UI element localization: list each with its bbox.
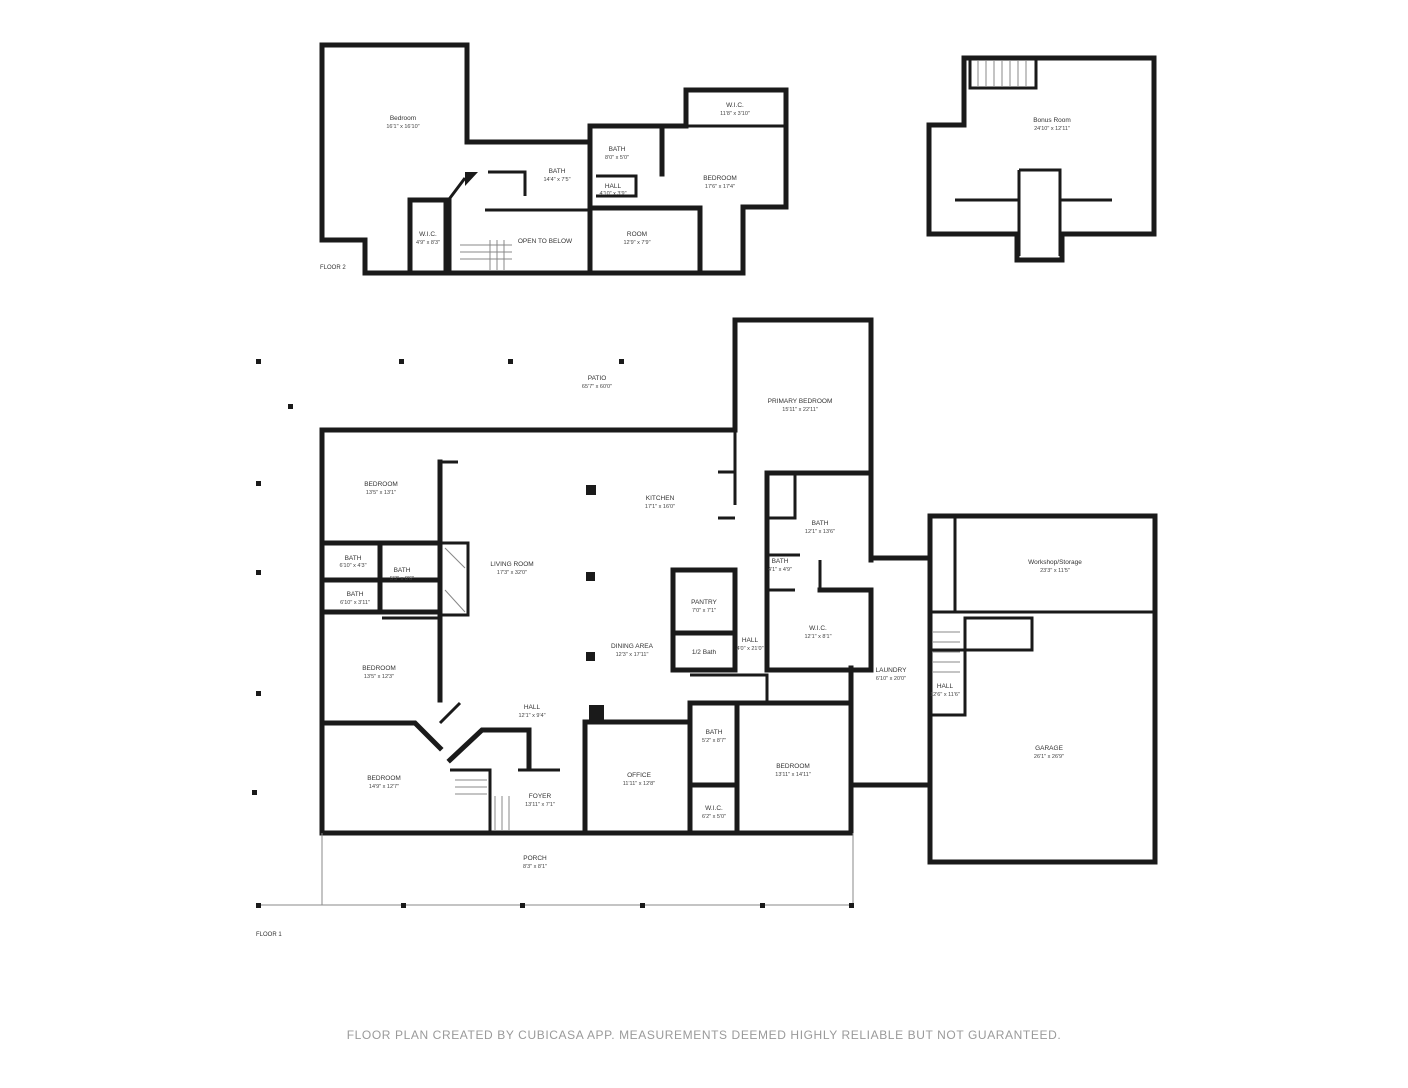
bath-small-a-dim: 6'10" x 4'3"	[339, 563, 366, 569]
floor-1-walls	[260, 317, 1158, 906]
primary-bath-label: BATH	[812, 520, 829, 527]
laundry-label: LAUNDRY	[876, 667, 908, 674]
hall-garage-label: HALL	[937, 683, 954, 690]
garage-dim: 26'1" x 26'9"	[1034, 754, 1064, 760]
f2-bedroom-b-label: BEDROOM	[703, 175, 737, 182]
living-room-label: LIVING ROOM	[490, 561, 533, 568]
f2-bedroom-a-dim: 16'1" x 16'10"	[386, 124, 419, 130]
floor-1-stairs	[444, 547, 960, 830]
bath-c-dim: 5'2" x 8'7"	[702, 738, 726, 744]
hall-garage-dim: 12'6" x 11'6"	[930, 692, 960, 698]
garage-label: GARAGE	[1035, 745, 1063, 752]
f2-bath-b-label: BATH	[609, 146, 626, 153]
hall-mid-label: HALL	[742, 637, 759, 644]
pantry-dim: 7'0" x 7'1"	[692, 608, 716, 614]
f2-wic-a-dim: 11'8" x 3'10"	[720, 111, 750, 117]
disclaimer-footer: FLOOR PLAN CREATED BY CUBICASA APP. MEAS…	[346, 1028, 1062, 1042]
hall-front-label: HALL	[524, 704, 541, 711]
porch-dim: 8'3" x 8'1"	[523, 864, 547, 870]
f2-wic-a-label: W.I.C.	[726, 102, 744, 109]
bath-small-c-dim: 6'10" x 3'11"	[340, 600, 370, 606]
bedroom-d-dim: 13'11" x 14'11"	[775, 772, 811, 778]
patio-dim: 65'7" x 60'0"	[582, 384, 612, 390]
floor-2-stairs	[460, 240, 512, 270]
pantry-label: PANTRY	[691, 599, 717, 606]
foyer-label: FOYER	[529, 793, 552, 800]
f2-bedroom-a-label: Bedroom	[390, 115, 416, 122]
primary-bedroom-label: PRIMARY BEDROOM	[768, 398, 833, 405]
floor-2-label: FLOOR 2	[320, 265, 346, 271]
bath-tiny-label: BATH	[772, 558, 789, 565]
bath-tiny-dim: 4'1" x 4'9"	[768, 567, 792, 573]
dining-dim: 12'3" x 17'11"	[616, 652, 649, 658]
bonus-stairs	[977, 60, 1027, 86]
bedroom-a-dim: 13'5" x 13'1"	[366, 490, 396, 496]
office-dim: 11'11" x 12'8"	[623, 781, 655, 787]
wic-c-dim: 6'2" x 5'0"	[702, 814, 726, 820]
office-label: OFFICE	[627, 772, 651, 779]
workshop-label: Workshop/Storage	[1028, 559, 1082, 566]
primary-bedroom-dim: 15'11" x 22'11"	[782, 407, 818, 413]
f2-open-label: OPEN TO BELOW	[518, 238, 573, 245]
bonus-room-label: Bonus Room	[1033, 117, 1071, 124]
f2-hall-dim: 4'10" x 3'9"	[599, 191, 626, 197]
living-room-dim: 17'3" x 32'0"	[497, 570, 527, 576]
f2-bath-label: BATH	[549, 168, 566, 175]
bath-small-b-dim: 5'3" x 8'6"	[390, 576, 414, 582]
kitchen-label: KITCHEN	[646, 495, 675, 502]
f2-bedroom-b-dim: 17'6" x 17'4"	[705, 184, 735, 190]
bonus-room-walls	[926, 55, 1157, 263]
f2-wic-b-label: W.I.C.	[419, 231, 437, 238]
hall-mid-dim: 4'0" x 21'0"	[736, 646, 763, 652]
hall-front-dim: 12'1" x 9'4"	[518, 713, 545, 719]
workshop-dim: 23'3" x 11'5"	[1040, 568, 1070, 574]
bath-small-c-label: BATH	[347, 591, 364, 598]
f2-bath-b-dim: 8'0" x 5'0"	[605, 155, 629, 161]
bedroom-d-label: BEDROOM	[776, 763, 810, 770]
patio-label: PATIO	[588, 375, 607, 382]
bedroom-a-label: BEDROOM	[364, 481, 398, 488]
floor-1-posts	[252, 359, 854, 908]
bath-small-a-label: BATH	[345, 555, 362, 562]
f2-room-label: ROOM	[627, 231, 647, 238]
bedroom-b-label: BEDROOM	[362, 665, 396, 672]
bedroom-c-label: BEDROOM	[367, 775, 401, 782]
bath-small-b-label: BATH	[394, 567, 411, 574]
primary-bath-dim: 12'1" x 13'6"	[805, 529, 835, 535]
floor-2-walls	[319, 42, 789, 276]
f2-room-dim: 12'9" x 7'9"	[623, 240, 650, 246]
dining-label: DINING AREA	[611, 643, 654, 650]
bedroom-b-dim: 13'5" x 12'3"	[364, 674, 394, 680]
porch-label: PORCH	[523, 855, 547, 862]
primary-wic-dim: 12'1" x 8'1"	[804, 634, 831, 640]
foyer-dim: 13'11" x 7'1"	[525, 802, 555, 808]
laundry-dim: 6'10" x 20'0"	[876, 676, 906, 682]
floor-1-label: FLOOR 1	[256, 932, 282, 938]
half-bath-label: 1/2 Bath	[692, 649, 717, 656]
primary-wic-label: W.I.C.	[809, 625, 827, 632]
bath-c-label: BATH	[706, 729, 723, 736]
f2-wic-b-dim: 4'9" x 8'3"	[416, 240, 440, 246]
wic-c-label: W.I.C.	[705, 805, 723, 812]
bonus-room-dim: 24'10" x 12'11"	[1034, 126, 1070, 132]
bedroom-c-dim: 14'9" x 12'7"	[369, 784, 399, 790]
f2-hall-label: HALL	[605, 183, 622, 190]
f2-bath-dim: 14'4" x 7'5"	[543, 177, 570, 183]
kitchen-dim: 17'1" x 16'0"	[645, 504, 675, 510]
